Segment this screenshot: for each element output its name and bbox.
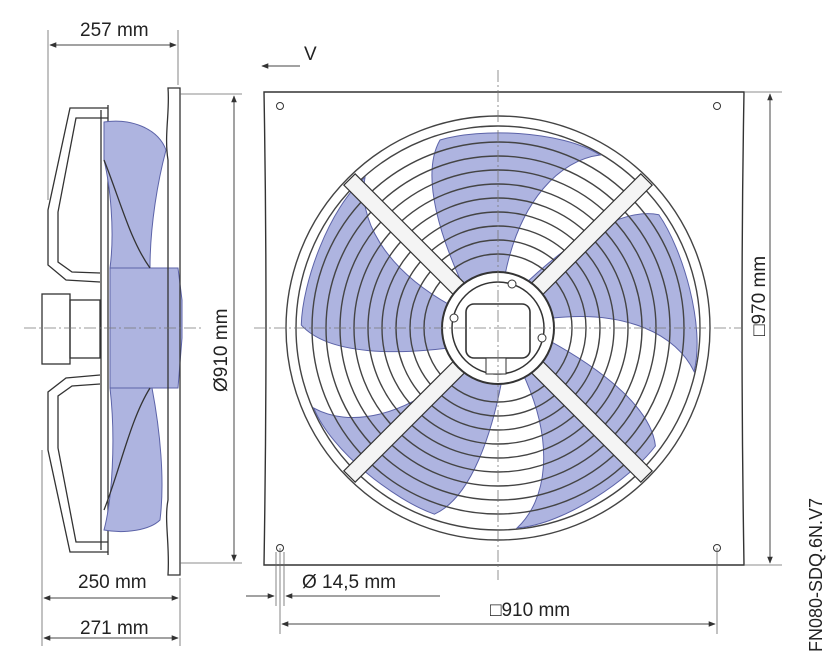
corner-hole-tl: [276, 102, 284, 110]
side-guard-profile: [47, 107, 108, 553]
fan-diameter-dimension: Ø910 mm: [180, 93, 242, 564]
guard-struts: [343, 173, 653, 483]
dim-side-mid: 250 mm: [78, 572, 147, 593]
side-flange: [165, 87, 181, 576]
corner-hole-tr: [713, 102, 721, 110]
hole-diameter-dimension: Ø 14,5 mm: [246, 552, 440, 606]
dim-plate-width: □910 mm: [490, 600, 570, 621]
fan-front-view: [254, 70, 745, 580]
dim-side-bottom: 271 mm: [80, 618, 149, 639]
side-motor: [41, 293, 71, 365]
fan-side-view: 257 mm 250 mm 271 mm: [24, 20, 204, 646]
dim-side-top: 257 mm: [80, 20, 149, 41]
model-code: FN080-SDQ.6N.V7: [806, 498, 826, 652]
side-blade-lower: [103, 387, 163, 533]
dim-hole-diameter: Ø 14,5 mm: [302, 572, 396, 593]
plate-width-dimension: □910 mm: [279, 548, 718, 634]
airflow-label: V: [304, 44, 317, 65]
dim-plate-height: □970 mm: [749, 256, 770, 336]
airflow-arrow-icon: V: [261, 44, 317, 69]
dim-fan-diameter: Ø910 mm: [211, 309, 232, 392]
side-blade-upper: [103, 120, 167, 269]
plate-height-dimension: □970 mm: [744, 91, 782, 566]
